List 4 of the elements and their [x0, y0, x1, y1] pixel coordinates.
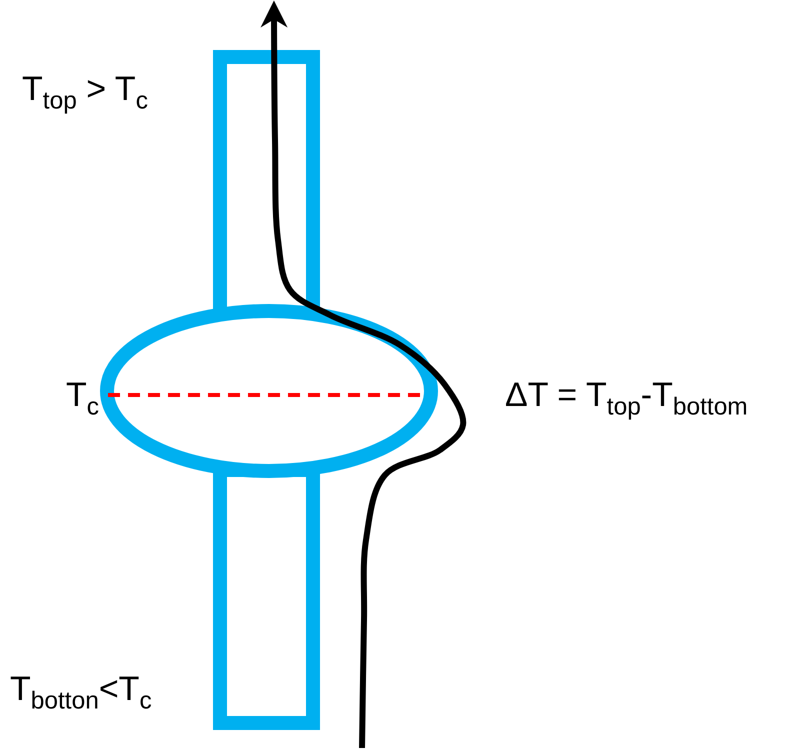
temperature-label: T$_{botton}$<T$_{c}$	[10, 672, 152, 714]
temperature-label: ΔT = T$_{top}$-T$_{bottom}$	[505, 378, 748, 420]
temperature-label: T$_{top}$ > T$_{c}$	[22, 72, 148, 114]
temperature-label: T$_{c}$	[66, 378, 100, 420]
